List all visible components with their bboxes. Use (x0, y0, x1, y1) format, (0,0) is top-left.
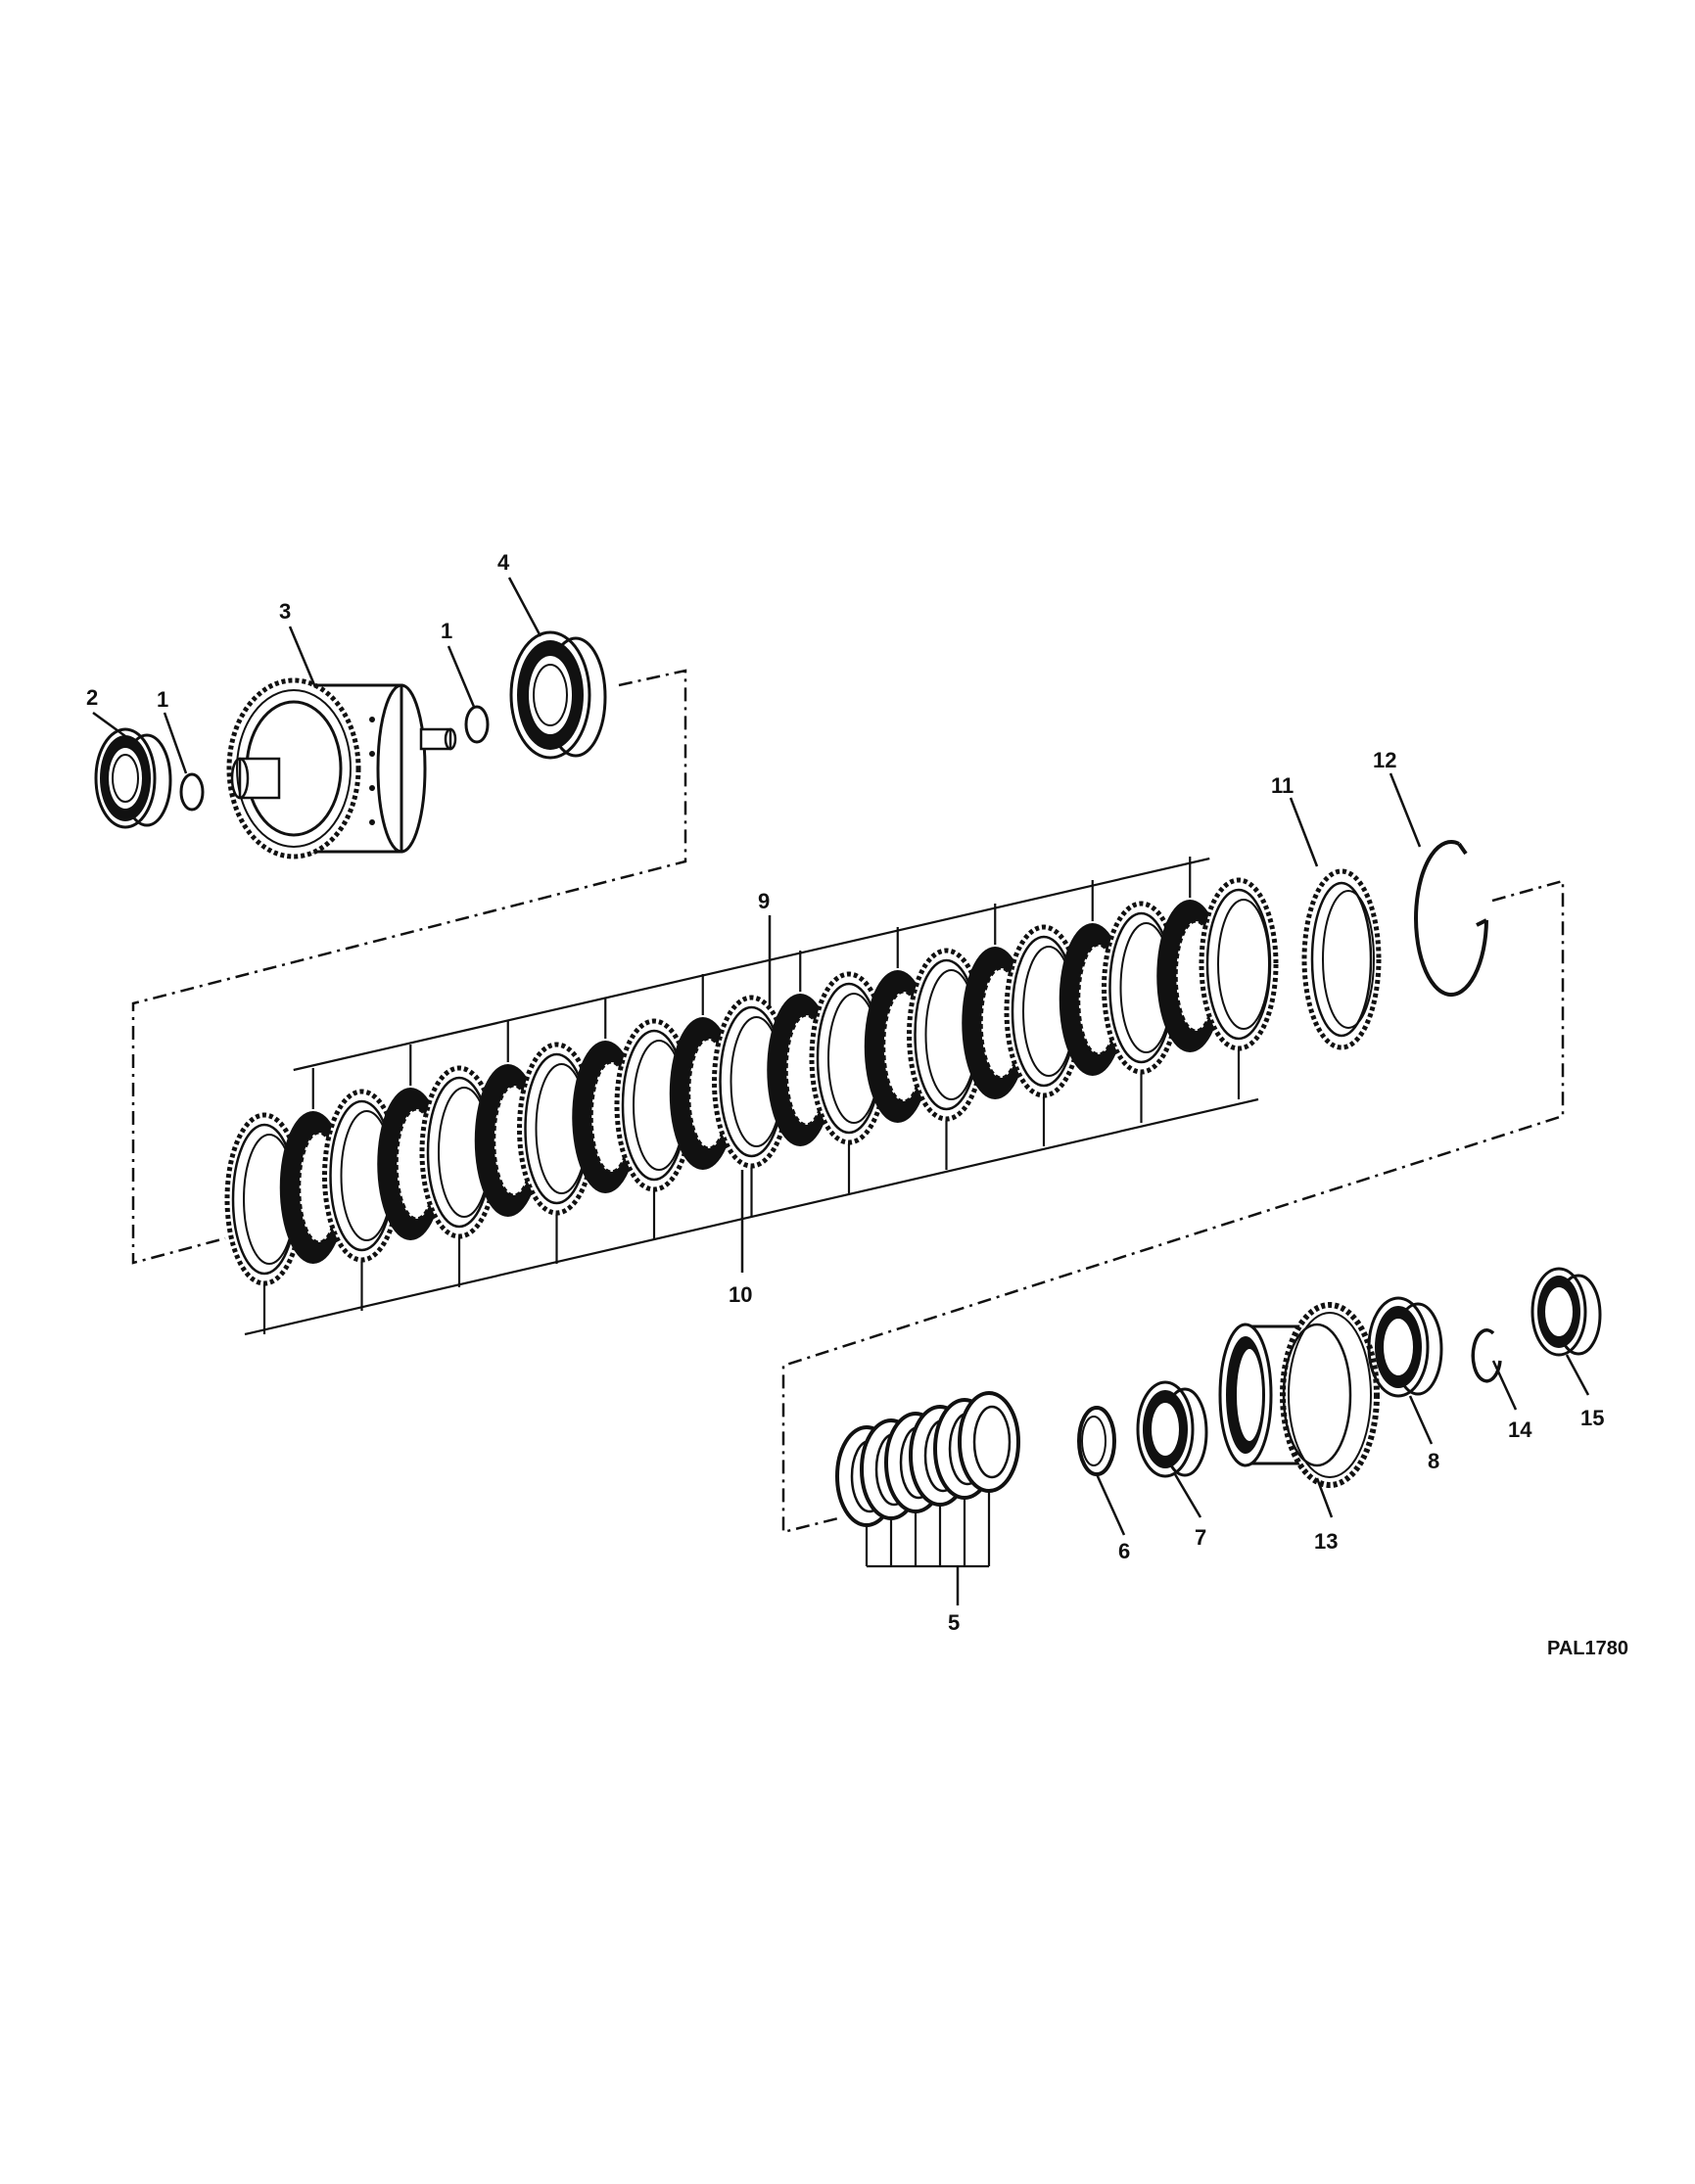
bearing-4 (509, 630, 607, 760)
callout-5: 5 (948, 1610, 960, 1635)
connector-upper (131, 669, 687, 1265)
snap-ring-12 (1414, 840, 1488, 998)
callout-1-right: 1 (441, 619, 452, 643)
o-ring-1-right (464, 705, 490, 744)
bracket-10 (244, 1050, 1259, 1336)
callout-10: 10 (729, 1282, 752, 1307)
callout-7: 7 (1195, 1525, 1206, 1550)
bearing-7 (1136, 1380, 1208, 1478)
callout-2: 2 (86, 685, 98, 710)
snap-ring-14 (1471, 1328, 1502, 1383)
callout-3: 3 (279, 599, 291, 624)
pressure-plate-11 (1301, 868, 1382, 1050)
callout-9: 9 (758, 889, 770, 913)
steel-plate (1199, 877, 1279, 1051)
callout-6: 6 (1118, 1539, 1130, 1563)
callout-15: 15 (1580, 1406, 1604, 1430)
callout-14: 14 (1508, 1417, 1532, 1442)
o-ring-1-left (179, 772, 205, 812)
bracket-5 (865, 1491, 991, 1568)
callout-12: 12 (1373, 748, 1396, 772)
clutch-hub-3 (226, 677, 457, 860)
figure-id: PAL1780 (1547, 1638, 1628, 1659)
callout-13: 13 (1314, 1529, 1338, 1554)
connector-lower (781, 879, 1565, 1534)
gear-13 (1218, 1302, 1380, 1488)
bearing-8 (1367, 1296, 1443, 1398)
washer-6 (1077, 1406, 1116, 1476)
bracket-9 (293, 857, 1210, 1109)
spring-washers-5 (835, 1391, 1020, 1527)
callout-11: 11 (1271, 773, 1294, 798)
bearing-2 (94, 727, 172, 829)
callout-4: 4 (497, 550, 510, 575)
callout-8: 8 (1428, 1449, 1439, 1473)
clutch-disc-pack (224, 877, 1279, 1286)
bearing-15 (1530, 1267, 1602, 1357)
callout-1-left: 1 (157, 687, 168, 712)
